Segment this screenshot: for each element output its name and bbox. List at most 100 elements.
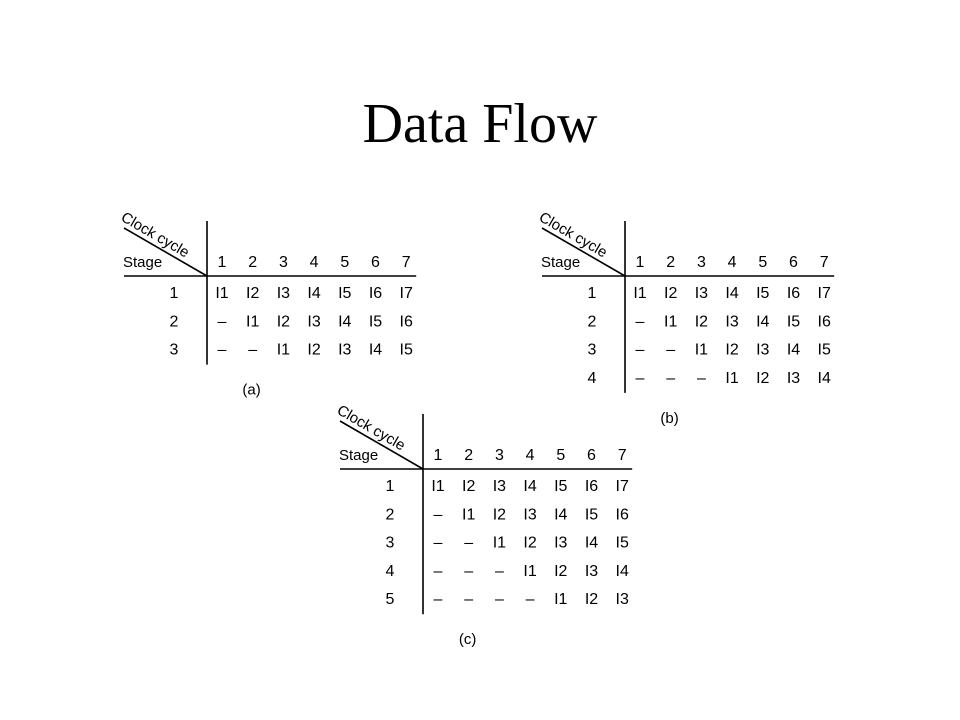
table-cell: I3: [695, 285, 708, 302]
table-cell: I2: [246, 285, 259, 302]
cycle-number: 3: [495, 447, 504, 464]
table-cell: I4: [787, 342, 800, 359]
cycle-number: 7: [618, 447, 627, 464]
table-cell: I5: [616, 535, 629, 552]
cycle-number: 1: [636, 254, 645, 271]
table-cell: –: [464, 591, 473, 608]
table-cell: I7: [818, 285, 831, 302]
table-cell: –: [434, 591, 443, 608]
table-caption: (a): [242, 382, 260, 399]
table-cell: I2: [585, 591, 598, 608]
stage-number: 5: [386, 591, 395, 608]
table-cell: I1: [215, 285, 228, 302]
table-cell: –: [636, 370, 645, 387]
stage-number: 1: [386, 478, 395, 495]
table-cell: –: [666, 342, 675, 359]
table-cell: I5: [585, 506, 598, 523]
table-cell: I2: [554, 563, 567, 580]
table-cell: I3: [554, 535, 567, 552]
table-cell: –: [464, 563, 473, 580]
table-cell: I2: [664, 285, 677, 302]
table-cell: I7: [616, 478, 629, 495]
cycle-number: 7: [820, 254, 829, 271]
table-cell: I2: [277, 313, 290, 330]
cycle-number: 4: [526, 447, 535, 464]
stage-number: 2: [386, 506, 395, 523]
table-cell: I4: [616, 563, 629, 580]
table-cell: I2: [523, 535, 536, 552]
table-cell: I3: [307, 313, 320, 330]
table-cell: I1: [633, 285, 646, 302]
table-cell: I3: [523, 506, 536, 523]
table-cell: I1: [431, 478, 444, 495]
stage-label: Stage: [123, 254, 162, 271]
cycle-number: 4: [310, 254, 319, 271]
table-cell: I1: [246, 313, 259, 330]
stage-number: 3: [170, 342, 179, 359]
table-cell: I6: [616, 506, 629, 523]
table-cell: –: [434, 506, 443, 523]
table-cell: I4: [585, 535, 598, 552]
cycle-number: 5: [556, 447, 565, 464]
table-cell: I4: [725, 285, 738, 302]
table-cell: I2: [462, 478, 475, 495]
table-cell: I2: [493, 506, 506, 523]
cycle-number: 6: [371, 254, 380, 271]
table-cell: –: [636, 342, 645, 359]
table-cell: –: [526, 591, 535, 608]
table-cell: I4: [307, 285, 320, 302]
stage-number: 1: [170, 285, 179, 302]
cycle-number: 6: [587, 447, 596, 464]
cycle-number: 1: [218, 254, 227, 271]
table-cell: I3: [756, 342, 769, 359]
table-cell: I4: [818, 370, 831, 387]
table-cell: –: [218, 313, 227, 330]
table-cell: I2: [307, 342, 320, 359]
table-cell: I5: [369, 313, 382, 330]
stage-number: 4: [588, 370, 597, 387]
table-cell: I6: [585, 478, 598, 495]
table-cell: I4: [338, 313, 351, 330]
table-cell: I3: [616, 591, 629, 608]
table-cell: I1: [493, 535, 506, 552]
table-cell: –: [434, 563, 443, 580]
table-cell: –: [218, 342, 227, 359]
page-title: Data Flow: [362, 93, 598, 155]
stage-label: Stage: [339, 447, 378, 464]
table-cell: –: [636, 313, 645, 330]
table-cell: I6: [400, 313, 413, 330]
cycle-number: 2: [666, 254, 675, 271]
table-cell: I4: [523, 478, 536, 495]
table-cell: I4: [369, 342, 382, 359]
table-cell: –: [697, 370, 706, 387]
table-cell: –: [666, 370, 675, 387]
table-cell: –: [495, 591, 504, 608]
table-cell: I5: [338, 285, 351, 302]
table-cell: I4: [554, 506, 567, 523]
diagonal-rule: [541, 227, 626, 277]
table-cell: I7: [400, 285, 413, 302]
table-cell: I5: [818, 342, 831, 359]
cycle-number: 7: [402, 254, 411, 271]
table-cell: I3: [277, 285, 290, 302]
table-cell: I1: [695, 342, 708, 359]
table-cell: –: [434, 535, 443, 552]
table-cell: I5: [400, 342, 413, 359]
table-cell: I6: [818, 313, 831, 330]
cycle-number: 1: [434, 447, 443, 464]
table-cell: I3: [585, 563, 598, 580]
table-cell: I5: [554, 478, 567, 495]
cycle-number: 3: [279, 254, 288, 271]
table-cell: I1: [462, 506, 475, 523]
cycle-number: 2: [248, 254, 257, 271]
cycle-number: 5: [758, 254, 767, 271]
table-cell: I6: [787, 285, 800, 302]
stage-number: 2: [170, 313, 179, 330]
table-cell: –: [495, 563, 504, 580]
table-cell: I3: [787, 370, 800, 387]
cycle-number: 3: [697, 254, 706, 271]
